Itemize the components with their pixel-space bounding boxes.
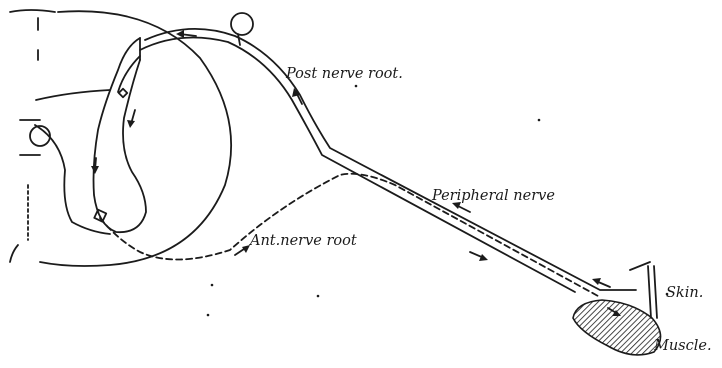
dorsal-horn xyxy=(92,37,147,234)
central-canal xyxy=(29,125,51,147)
skin-label: Skin. xyxy=(666,285,704,301)
peripheral-nerve-label: Peripheral nerve xyxy=(432,188,555,204)
muscle-body xyxy=(572,299,662,356)
motor-cell xyxy=(93,208,108,223)
muscle-label: Muscle. xyxy=(654,338,712,354)
posterior-root-nerve xyxy=(117,28,637,293)
spinal-ganglion xyxy=(230,12,254,46)
sensory-cell xyxy=(117,87,129,99)
ant-root-label: Ant.nerve root xyxy=(250,233,357,249)
direction-arrows xyxy=(91,30,621,316)
skin-receptor xyxy=(629,261,658,319)
scan-specks xyxy=(206,84,669,317)
post-root-label: Post nerve root. xyxy=(286,66,403,82)
anterior-root-nerve xyxy=(99,172,599,297)
spinal-cord-outline xyxy=(9,9,233,267)
